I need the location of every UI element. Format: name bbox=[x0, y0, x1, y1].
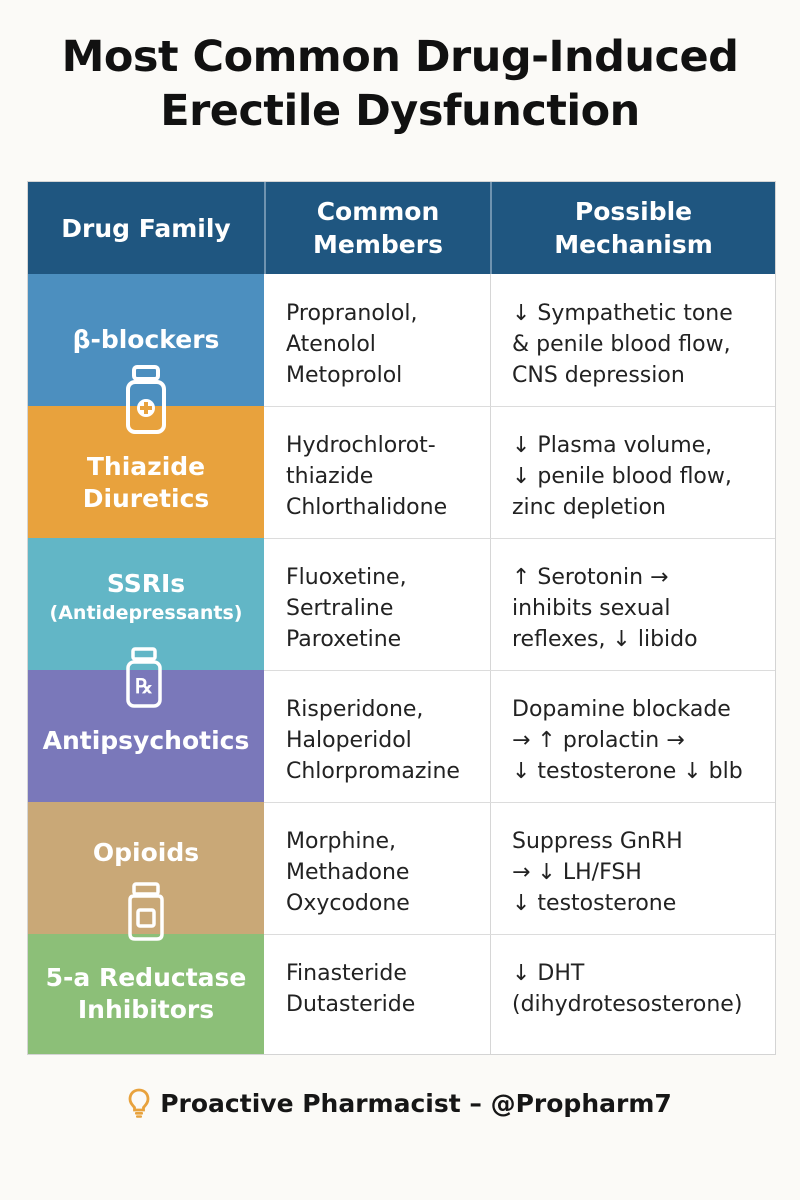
table-header: Drug Family Common Members Possible Mech… bbox=[28, 182, 775, 274]
row-divider bbox=[264, 802, 775, 803]
row-divider bbox=[264, 934, 775, 935]
pill-jar-icon bbox=[128, 882, 164, 941]
header-possible-mechanism: Possible Mechanism bbox=[554, 197, 713, 259]
row-divider bbox=[264, 670, 775, 671]
header-divider bbox=[264, 182, 266, 274]
header-drug-family: Drug Family bbox=[61, 213, 231, 243]
members-cell: Finasteride Dutasteride bbox=[286, 961, 416, 1017]
header-divider bbox=[490, 182, 492, 274]
members-cell: Risperidone, Haloperidol Chlorpromazine bbox=[286, 697, 460, 784]
mechanism-cell: ↓ Plasma volume, ↓ penile blood flow, zi… bbox=[512, 433, 732, 520]
members-cell: Hydrochlorot- thiazide Chlorthalidone bbox=[286, 433, 448, 520]
title-line-2: Erectile Dysfunction bbox=[160, 86, 640, 136]
mechanism-cell: Dopamine blockade → ↑ prolactin → ↓ test… bbox=[512, 697, 743, 784]
row-divider bbox=[264, 538, 775, 539]
family-name: SSRIs bbox=[106, 569, 186, 598]
family-subtitle: (Antidepressants) bbox=[49, 602, 243, 624]
drug-table: Drug Family Common Members Possible Mech… bbox=[27, 181, 776, 1055]
table-row-family: Opioids bbox=[28, 802, 264, 934]
pill-bottle-plus-icon bbox=[126, 365, 166, 434]
family-name: Opioids bbox=[92, 838, 200, 867]
footer-text: Proactive Pharmacist – @Propharm7 bbox=[160, 1088, 672, 1118]
table-row-family: Thiazide Diuretics bbox=[28, 406, 264, 538]
pill-bottle-rx-icon: ℞ bbox=[126, 647, 162, 708]
members-cell: Morphine, Methadone Oxycodone bbox=[286, 829, 410, 916]
page-title: Most Common Drug-Induced Erectile Dysfun… bbox=[0, 30, 800, 138]
row-divider bbox=[264, 406, 775, 407]
mechanism-cell: ↑ Serotonin → inhibits sexual reflexes, … bbox=[512, 565, 698, 652]
header-common-members: Common Members bbox=[313, 197, 443, 259]
title-line-1: Most Common Drug-Induced bbox=[61, 32, 739, 82]
table-row-family: 5-a Reductase Inhibitors bbox=[28, 934, 264, 1054]
footer-credit: Proactive Pharmacist – @Propharm7 bbox=[0, 1083, 800, 1123]
table-row-family: Antipsychotics bbox=[28, 670, 264, 802]
lightbulb-icon bbox=[128, 1088, 150, 1118]
members-cell: Propranolol, Atenolol Metoprolol bbox=[286, 301, 418, 388]
family-name: Thiazide Diuretics bbox=[82, 452, 210, 513]
family-name: 5-a Reductase Inhibitors bbox=[45, 963, 247, 1024]
column-divider bbox=[490, 274, 491, 1054]
family-name: β-blockers bbox=[72, 325, 220, 354]
mechanism-cell: ↓ Sympathetic tone & penile blood flow, … bbox=[512, 301, 733, 388]
svg-text:℞: ℞ bbox=[135, 674, 153, 698]
mechanism-cell: Suppress GnRH → ↓ LH/FSH ↓ testosterone bbox=[512, 829, 683, 916]
members-cell: Fluoxetine, Sertraline Paroxetine bbox=[286, 565, 407, 652]
mechanism-cell: ↓ DHT (dihydrotesosterone) bbox=[512, 961, 743, 1017]
family-name: Antipsychotics bbox=[42, 726, 250, 755]
